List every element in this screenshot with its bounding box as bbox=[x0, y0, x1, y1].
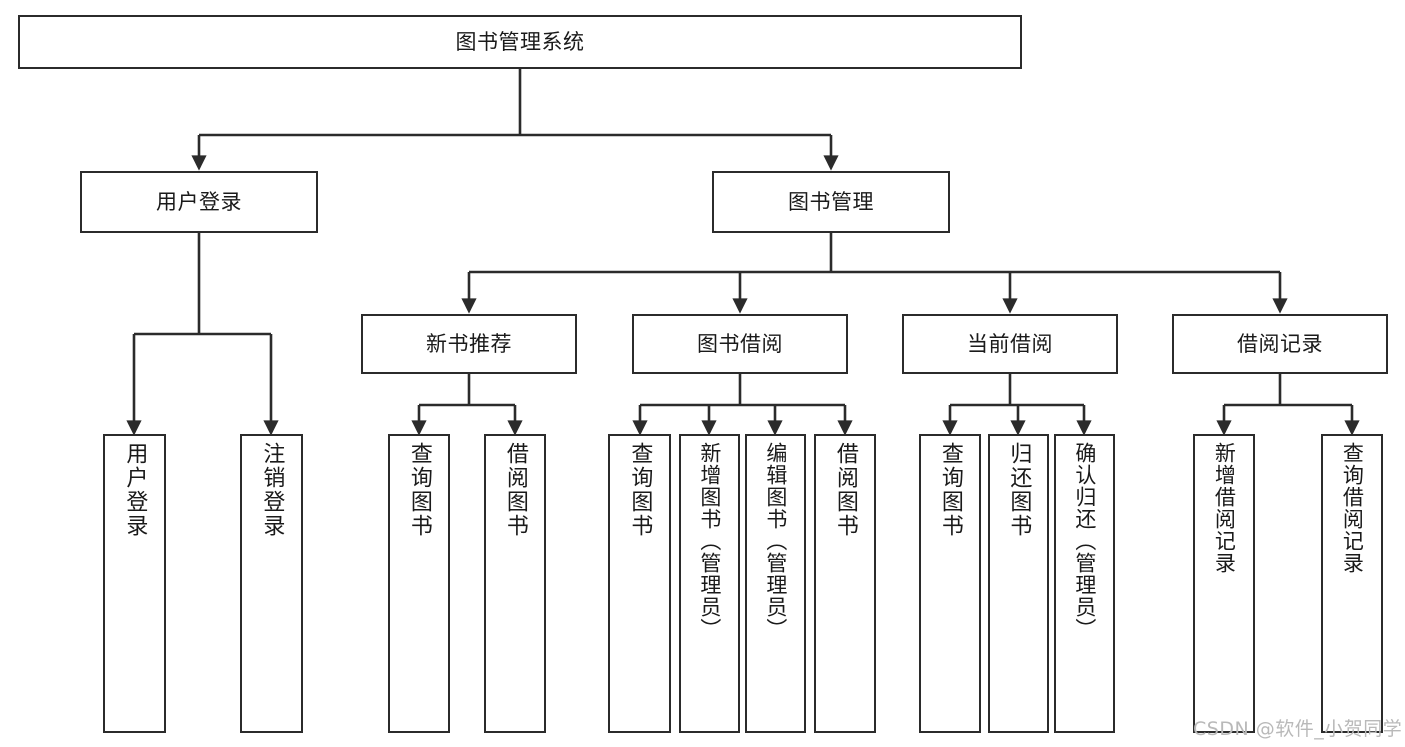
leaf-borrow-book-2-label: 借阅图书 bbox=[832, 442, 858, 538]
node-book-borrow-label: 图书借阅 bbox=[697, 331, 783, 356]
leaf-borrow-book-1-label: 借阅图书 bbox=[502, 442, 528, 538]
leaf-user-login[interactable]: 用户登录 bbox=[103, 434, 166, 733]
leaf-edit-book-admin-label: 编辑图书（管理员） bbox=[763, 442, 788, 640]
leaf-user-login-label: 用户登录 bbox=[122, 442, 148, 538]
node-book-management[interactable]: 图书管理 bbox=[712, 171, 950, 233]
node-book-management-label: 图书管理 bbox=[788, 189, 874, 214]
leaf-add-book-admin-label: 新增图书（管理员） bbox=[697, 442, 722, 640]
leaf-borrow-book-2[interactable]: 借阅图书 bbox=[814, 434, 876, 733]
node-book-borrow[interactable]: 图书借阅 bbox=[632, 314, 848, 374]
leaf-add-book-admin[interactable]: 新增图书（管理员） bbox=[679, 434, 740, 733]
node-root[interactable]: 图书管理系统 bbox=[18, 15, 1022, 69]
leaf-query-book-1-label: 查询图书 bbox=[406, 442, 432, 538]
node-new-book-recommend-label: 新书推荐 bbox=[426, 331, 512, 356]
leaf-return-book-label: 归还图书 bbox=[1006, 442, 1032, 538]
node-root-label: 图书管理系统 bbox=[455, 29, 585, 54]
node-borrow-record[interactable]: 借阅记录 bbox=[1172, 314, 1388, 374]
leaf-confirm-return-admin[interactable]: 确认归还（管理员） bbox=[1054, 434, 1115, 733]
leaf-add-borrow-record[interactable]: 新增借阅记录 bbox=[1193, 434, 1255, 733]
leaf-query-book-1[interactable]: 查询图书 bbox=[388, 434, 450, 733]
leaf-query-book-2-label: 查询图书 bbox=[627, 442, 653, 538]
leaf-query-borrow-record-label: 查询借阅记录 bbox=[1340, 442, 1365, 574]
node-current-borrow-label: 当前借阅 bbox=[967, 331, 1053, 356]
leaf-user-logout[interactable]: 注销登录 bbox=[240, 434, 303, 733]
leaf-return-book[interactable]: 归还图书 bbox=[988, 434, 1049, 733]
leaf-query-book-3-label: 查询图书 bbox=[937, 442, 963, 538]
leaf-borrow-book-1[interactable]: 借阅图书 bbox=[484, 434, 546, 733]
node-user-login[interactable]: 用户登录 bbox=[80, 171, 318, 233]
node-new-book-recommend[interactable]: 新书推荐 bbox=[361, 314, 577, 374]
leaf-query-book-3[interactable]: 查询图书 bbox=[919, 434, 981, 733]
node-current-borrow[interactable]: 当前借阅 bbox=[902, 314, 1118, 374]
leaf-query-borrow-record[interactable]: 查询借阅记录 bbox=[1321, 434, 1383, 733]
node-user-login-label: 用户登录 bbox=[156, 189, 242, 214]
node-borrow-record-label: 借阅记录 bbox=[1237, 331, 1323, 356]
leaf-edit-book-admin[interactable]: 编辑图书（管理员） bbox=[745, 434, 806, 733]
leaf-query-book-2[interactable]: 查询图书 bbox=[608, 434, 671, 733]
leaf-user-logout-label: 注销登录 bbox=[259, 442, 285, 538]
leaf-confirm-return-admin-label: 确认归还（管理员） bbox=[1072, 442, 1097, 640]
leaf-add-borrow-record-label: 新增借阅记录 bbox=[1212, 442, 1237, 574]
